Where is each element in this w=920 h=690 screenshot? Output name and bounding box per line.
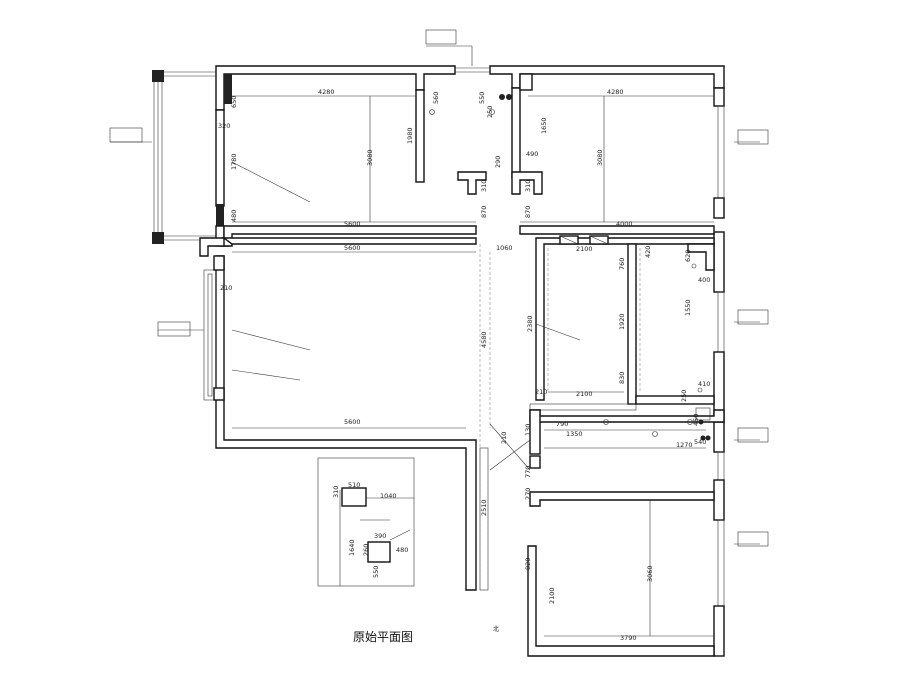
dim-kitchen-210: 210 bbox=[535, 388, 547, 396]
dim-760: 760 bbox=[618, 258, 626, 270]
dim-410: 410 bbox=[698, 380, 710, 388]
dim-room3-2100: 2100 bbox=[548, 587, 556, 604]
dim-490: 490 bbox=[526, 150, 538, 158]
dim-room2-height: 3080 bbox=[596, 149, 604, 166]
dimension-labels: 4280 4280 650 320 1780 480 3080 1980 560… bbox=[218, 88, 710, 642]
dim-bath-250: 250 bbox=[680, 390, 688, 402]
dim-290: 290 bbox=[494, 156, 502, 168]
dimension-lines bbox=[231, 95, 714, 637]
dim-top-right-width: 4280 bbox=[607, 88, 624, 96]
dim-550: 550 bbox=[478, 92, 486, 104]
fixtures bbox=[429, 94, 711, 441]
dim-detail-1040: 1040 bbox=[380, 492, 397, 500]
dim-620: 620 bbox=[684, 250, 692, 262]
dim-210: 210 bbox=[220, 284, 232, 292]
dim-310-left: 310 bbox=[480, 180, 488, 192]
dim-detail-510: 510 bbox=[348, 481, 360, 489]
drawing-title: 原始平面图 bbox=[353, 630, 414, 644]
dim-3060: 3060 bbox=[646, 565, 654, 582]
dim-1780: 1780 bbox=[230, 153, 238, 170]
dim-450: 450 bbox=[692, 414, 700, 426]
dim-790: 790 bbox=[556, 420, 568, 428]
dim-room1-bottom: 5600 bbox=[344, 220, 361, 228]
dim-lower-210: 210 bbox=[500, 432, 508, 444]
dim-870-left: 870 bbox=[480, 206, 488, 218]
dim-830: 830 bbox=[618, 372, 626, 384]
north-mark: 北 bbox=[493, 626, 500, 633]
dim-top-left-width: 4280 bbox=[318, 88, 335, 96]
dim-320: 320 bbox=[218, 122, 230, 130]
leaders bbox=[109, 29, 769, 547]
dim-1980: 1980 bbox=[406, 127, 414, 144]
dim-2380: 2380 bbox=[526, 315, 534, 332]
outer-walls bbox=[199, 65, 725, 657]
dim-living-bottom: 5600 bbox=[344, 418, 361, 426]
dim-detail-310: 310 bbox=[332, 486, 340, 498]
dim-room1-height: 3080 bbox=[366, 149, 374, 166]
dim-250: 250 bbox=[486, 106, 494, 118]
dim-1550: 1550 bbox=[684, 299, 692, 316]
dim-650: 650 bbox=[230, 96, 238, 108]
dim-540: 540 bbox=[694, 438, 706, 446]
dim-480: 480 bbox=[230, 210, 238, 222]
dim-820: 820 bbox=[524, 558, 532, 570]
dim-770: 770 bbox=[524, 466, 532, 478]
dim-1060: 1060 bbox=[496, 244, 513, 252]
detail-box bbox=[317, 457, 415, 587]
dim-kitchen-2100-bottom: 2100 bbox=[576, 390, 593, 398]
dim-detail-1640: 1640 bbox=[348, 539, 356, 556]
interior-walls bbox=[221, 73, 725, 507]
dim-kitchen-2100-top: 2100 bbox=[576, 245, 593, 253]
dim-1920: 1920 bbox=[618, 313, 626, 330]
balcony-top-left bbox=[152, 70, 218, 244]
dim-310-right: 310 bbox=[524, 180, 532, 192]
dim-1350: 1350 bbox=[566, 430, 583, 438]
dim-living-height: 4580 bbox=[480, 331, 488, 348]
dim-detail-550: 550 bbox=[372, 566, 380, 578]
dim-1270: 1270 bbox=[676, 441, 693, 449]
dim-detail-480: 480 bbox=[396, 546, 408, 554]
dim-detail-260: 260 bbox=[362, 544, 370, 556]
dim-400: 400 bbox=[698, 276, 710, 284]
dim-1650: 1650 bbox=[540, 117, 548, 134]
dim-room2-bottom: 4000 bbox=[616, 220, 633, 228]
dim-living-top: 5600 bbox=[344, 244, 361, 252]
dim-270: 270 bbox=[524, 488, 532, 500]
dim-870-right: 870 bbox=[524, 206, 532, 218]
dim-130: 130 bbox=[524, 424, 532, 436]
dim-2510: 2510 bbox=[480, 499, 488, 516]
dim-420: 420 bbox=[644, 246, 652, 258]
dim-detail-390: 390 bbox=[374, 532, 386, 540]
dim-560: 560 bbox=[432, 92, 440, 104]
dim-3790: 3790 bbox=[620, 634, 637, 642]
